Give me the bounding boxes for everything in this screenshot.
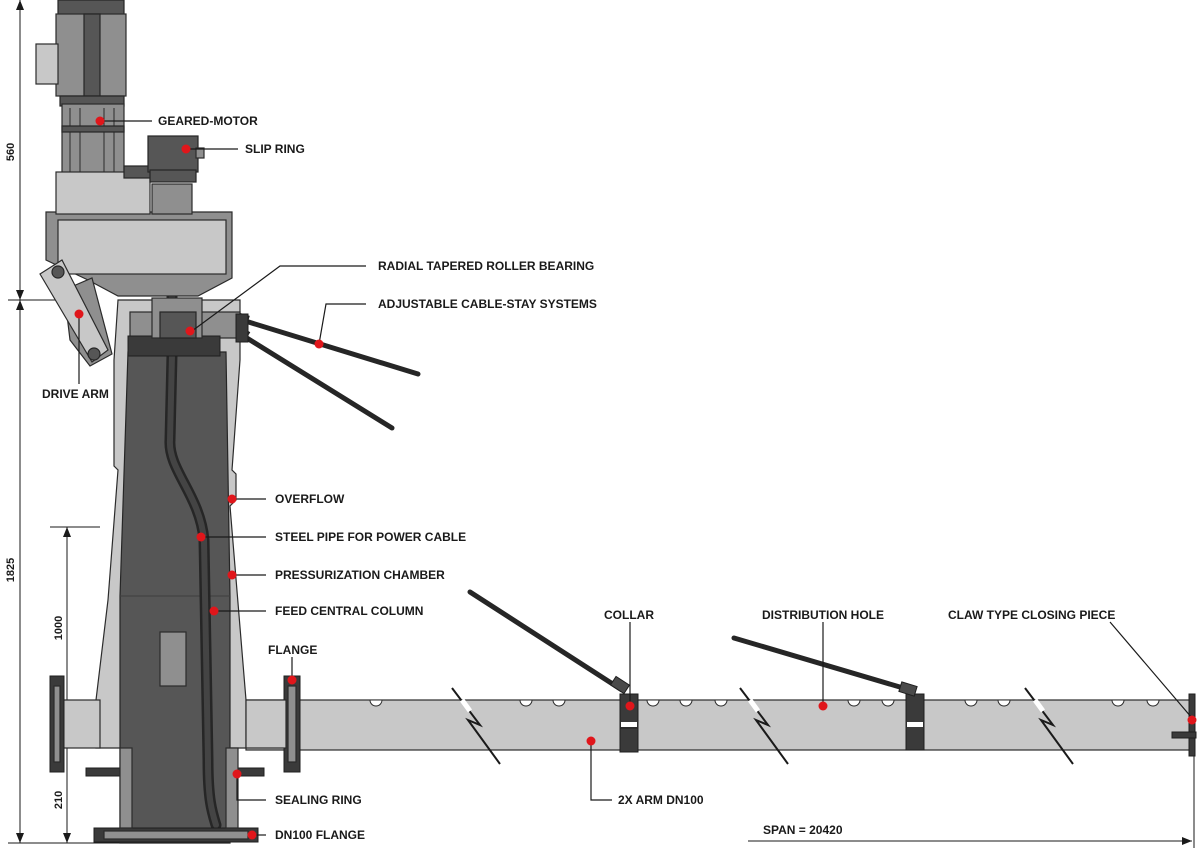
label-distribution-hole: DISTRIBUTION HOLE: [762, 608, 884, 622]
drive-unit: [35, 0, 233, 367]
markers: [74, 116, 1197, 840]
dimension-1000: 1000: [53, 616, 65, 640]
label-claw-closing: CLAW TYPE CLOSING PIECE: [948, 608, 1115, 622]
label-pressurization: PRESSURIZATION CHAMBER: [275, 568, 445, 582]
label-sealing-ring: SEALING RING: [275, 793, 362, 807]
label-radial-bearing: RADIAL TAPERED ROLLER BEARING: [378, 259, 594, 273]
label-geared-motor: GEARED-MOTOR: [158, 114, 258, 128]
label-arm-dn100: 2X ARM DN100: [618, 793, 704, 807]
central-column: [49, 186, 287, 844]
label-collar: COLLAR: [604, 608, 654, 622]
distribution-arm: [245, 675, 1197, 773]
span-dimension: [748, 755, 1195, 848]
leader-lines: [78, 120, 1193, 836]
label-dn100-flange: DN100 FLANGE: [275, 828, 365, 842]
label-cable-stay: ADJUSTABLE CABLE-STAY SYSTEMS: [378, 297, 597, 311]
dimension-560: 560: [5, 143, 17, 161]
label-feed-column: FEED CENTRAL COLUMN: [275, 604, 423, 618]
dimension-210: 210: [53, 791, 65, 809]
span-label: SPAN = 20420: [763, 823, 843, 837]
cable-stays: [239, 317, 913, 693]
label-flange: FLANGE: [268, 643, 317, 657]
dimension-1825: 1825: [5, 558, 17, 582]
label-overflow: OVERFLOW: [275, 492, 345, 506]
label-drive-arm: DRIVE ARM: [42, 387, 109, 401]
label-steel-pipe: STEEL PIPE FOR POWER CABLE: [275, 530, 466, 544]
label-slip-ring: SLIP RING: [245, 142, 305, 156]
